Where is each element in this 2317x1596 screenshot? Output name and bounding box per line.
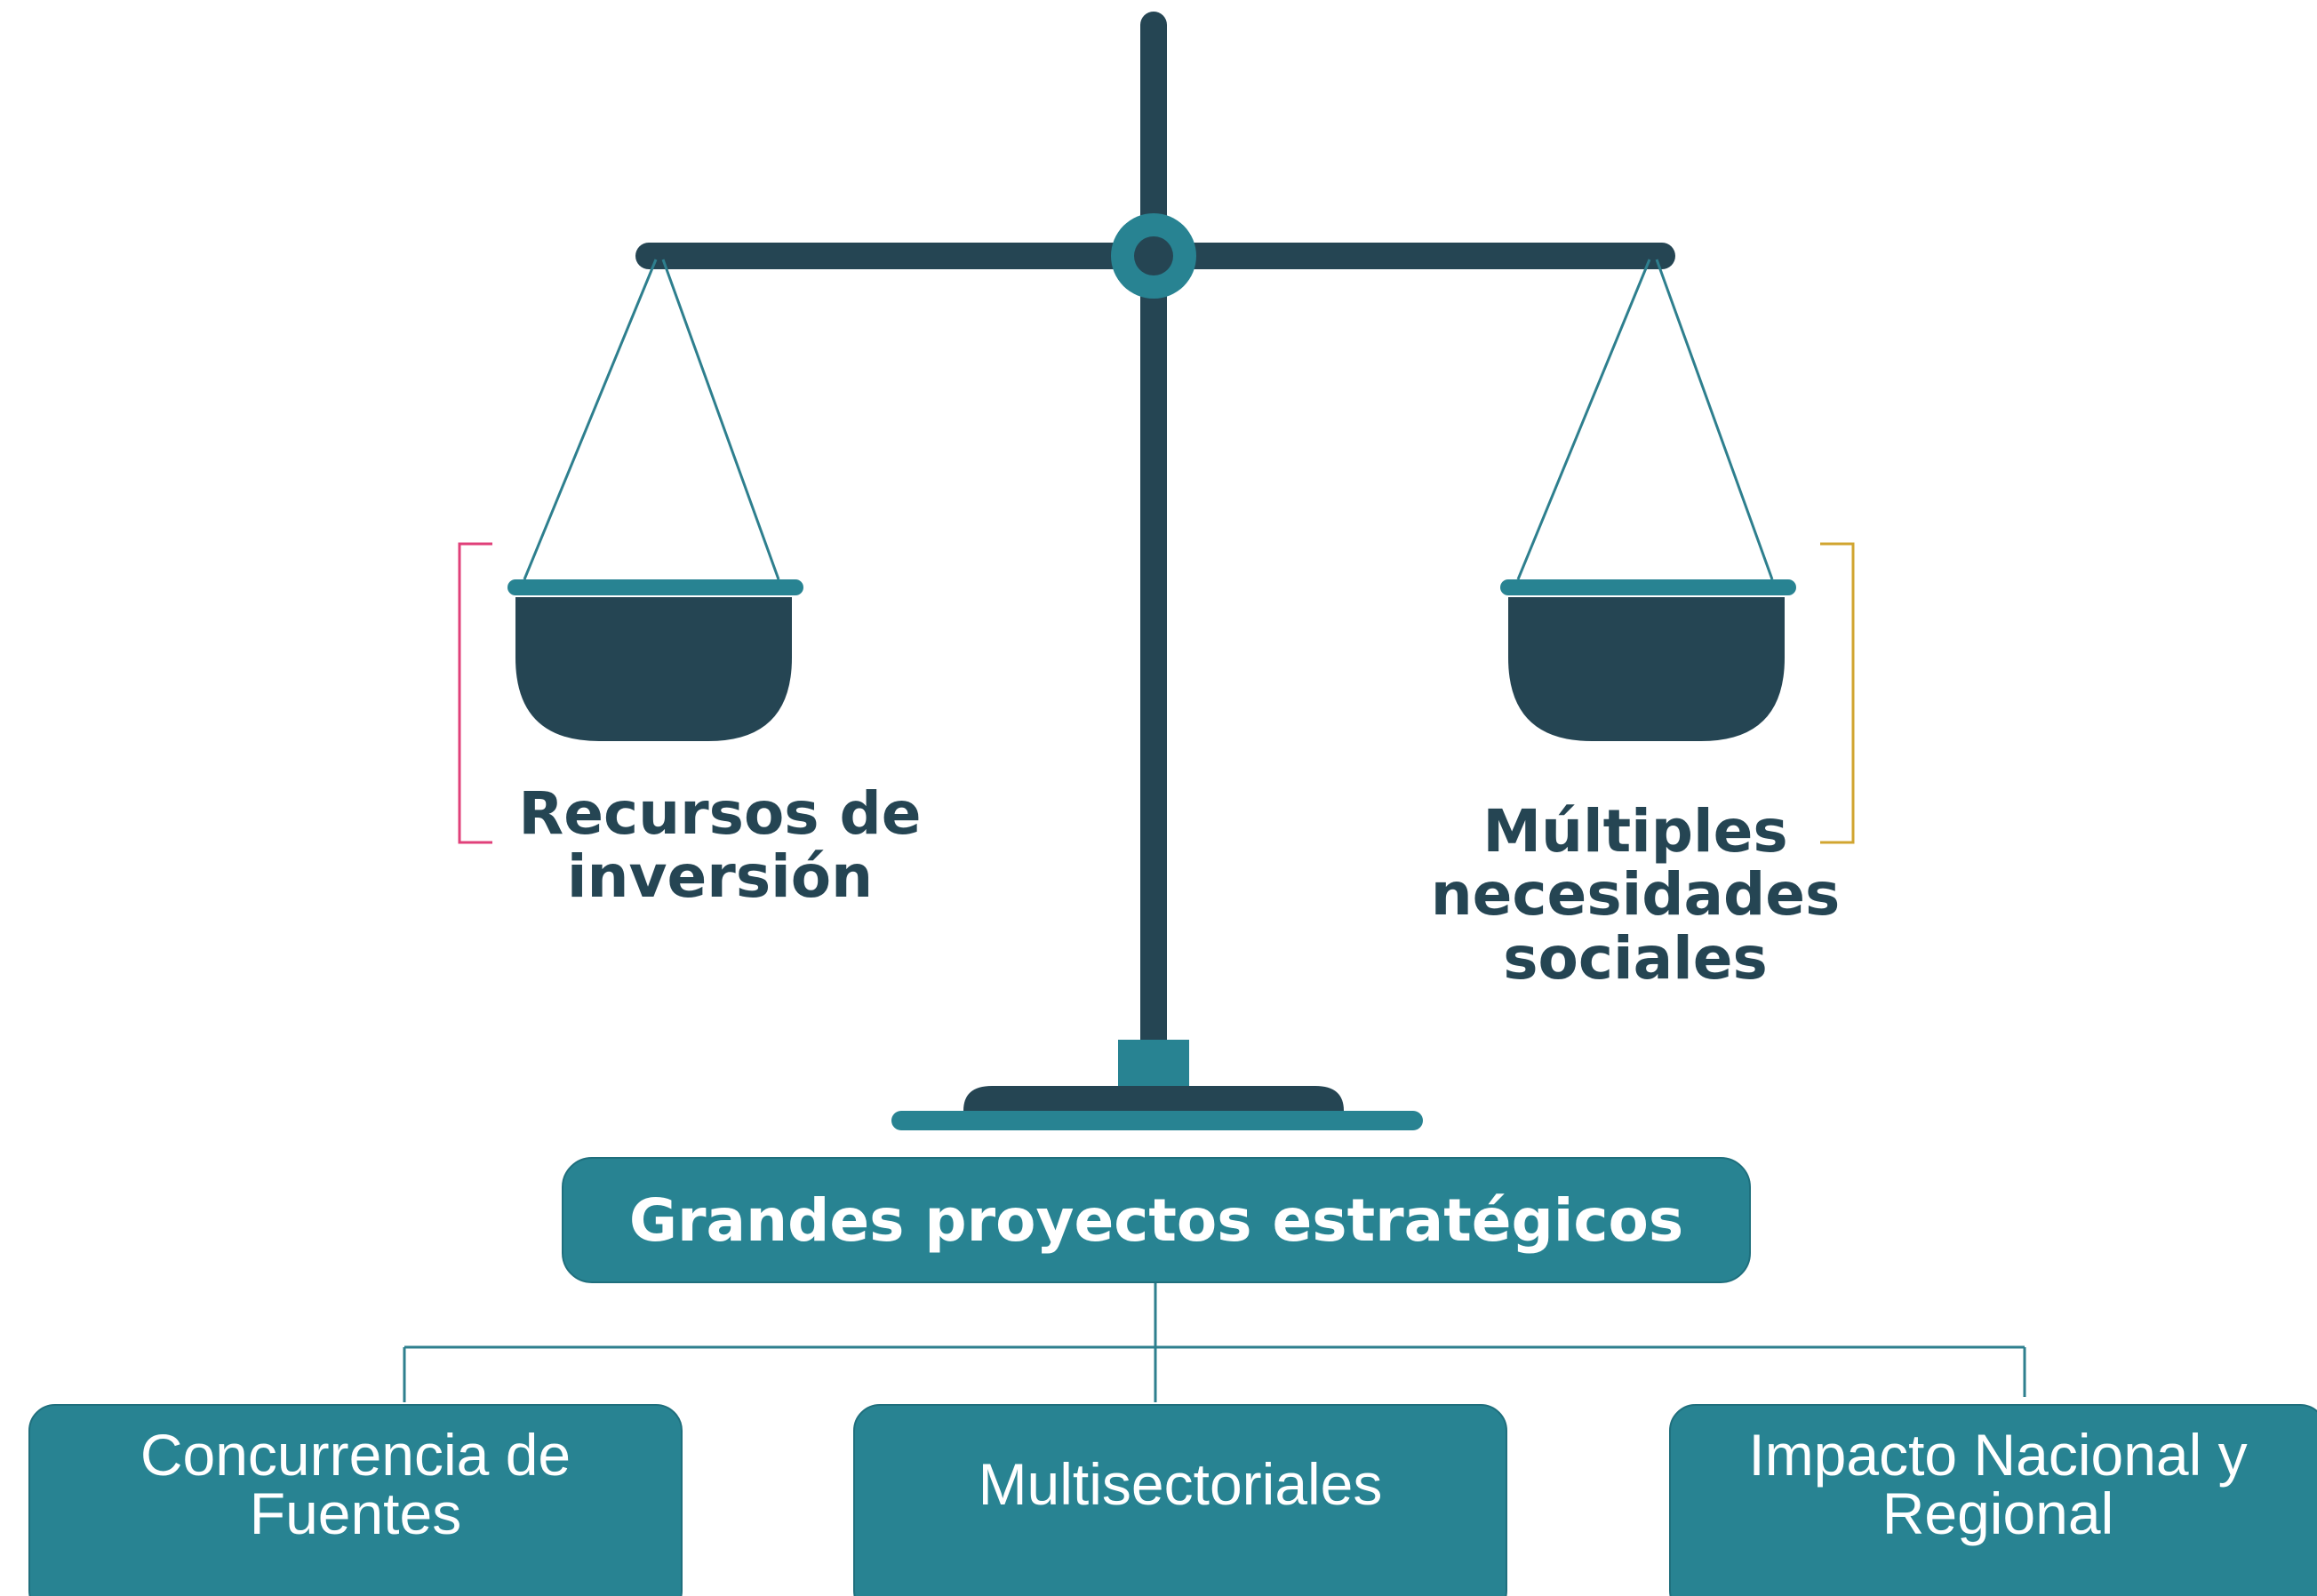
box-multisectoriales-text: Multisectoriales: [979, 1455, 1383, 1567]
main-title-label: Grandes proyectos estratégicos: [628, 1185, 1684, 1255]
box-multisectoriales: Multisectoriales: [853, 1404, 1507, 1596]
main-title-box: Grandes proyectos estratégicos: [562, 1157, 1751, 1283]
label-right-line3: sociales: [1503, 923, 1768, 993]
left-string-1: [523, 259, 658, 580]
right-bracket: [1820, 542, 1855, 844]
left-bracket: [458, 542, 492, 844]
scale-base-dome: [963, 1086, 1344, 1111]
label-recursos-de-inversion: Recursos de inversión: [480, 782, 960, 909]
label-multiples-necesidades-sociales: Múltiples necesidades sociales: [1386, 800, 1884, 990]
box-impacto-line1: Impacto Nacional y: [1748, 1422, 2248, 1488]
left-pan-bowl: [515, 597, 792, 741]
right-pan-bowl: [1508, 597, 1785, 741]
right-string-1: [1516, 259, 1651, 580]
scale-base-collar: [1118, 1040, 1189, 1089]
box-impacto-text: Impacto Nacional y Regional: [1748, 1425, 2247, 1596]
box-impacto-nacional-y-regional: Impacto Nacional y Regional: [1669, 1404, 2317, 1596]
label-left-line1: Recursos de: [518, 779, 922, 848]
right-string-2: [1655, 259, 1774, 580]
left-string-2: [661, 259, 780, 580]
scale-pivot-inner: [1134, 236, 1173, 275]
box-concurrencia-line2: Fuentes: [249, 1480, 462, 1546]
label-left-line2: inversión: [566, 842, 874, 912]
label-right-line2: necesidades: [1430, 860, 1841, 930]
box-multisectoriales-line1: Multisectoriales: [978, 1451, 1383, 1517]
label-right-line1: Múltiples: [1482, 797, 1788, 866]
box-concurrencia-text: Concurrencia de Fuentes: [140, 1425, 571, 1596]
box-concurrencia-de-fuentes: Concurrencia de Fuentes: [28, 1404, 683, 1596]
box-impacto-line2: Regional: [1882, 1480, 2114, 1546]
box-concurrencia-line1: Concurrencia de: [140, 1422, 571, 1488]
